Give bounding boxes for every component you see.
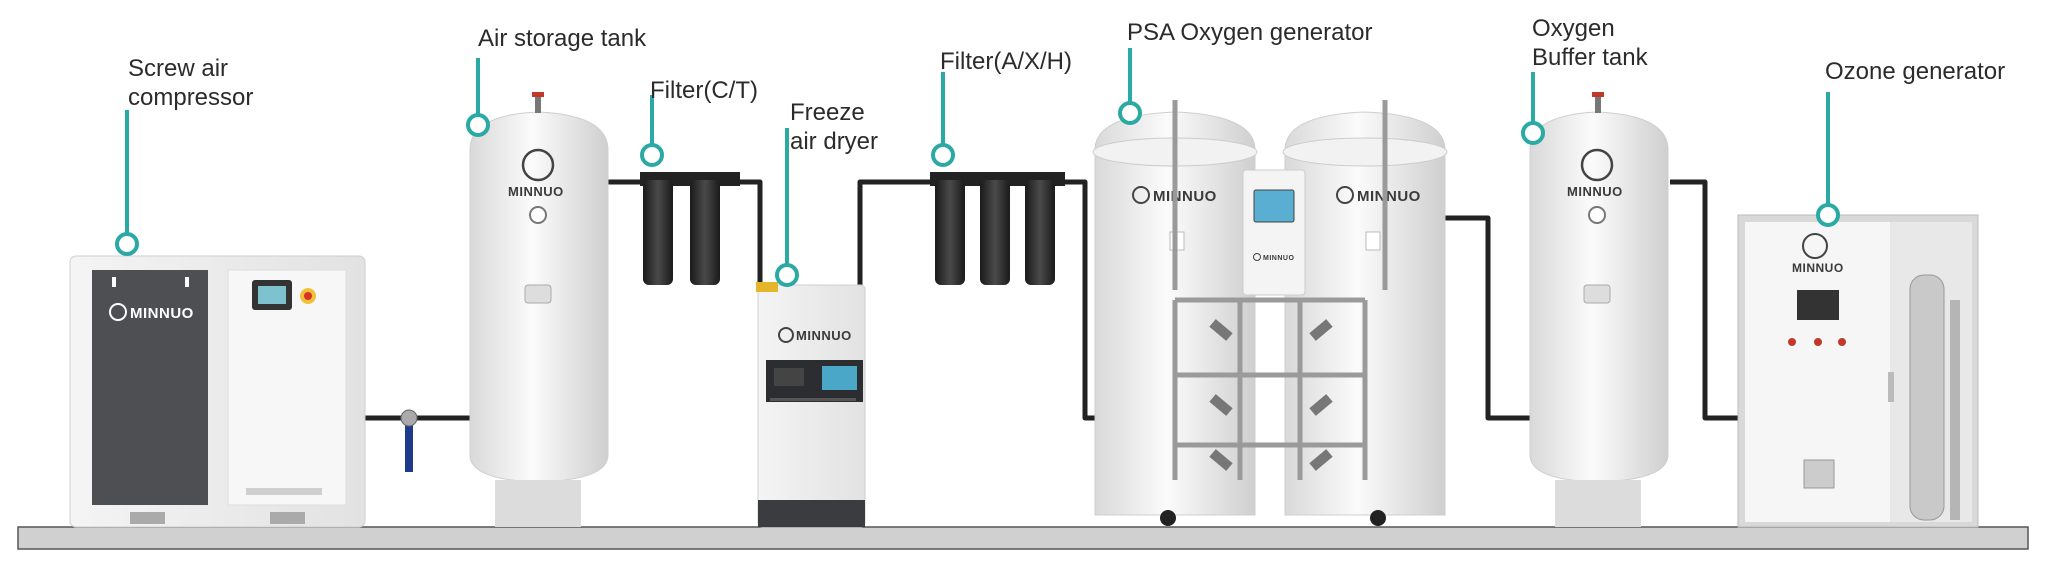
label-filter-ct: Filter(C/T) — [650, 77, 758, 104]
freeze-air-dryer: MINNUO — [756, 282, 866, 528]
ozone-control-display — [1797, 290, 1839, 320]
minnuo-logo-icon — [1802, 233, 1828, 259]
pressure-gauge-icon — [1588, 206, 1606, 224]
callout-dot-icon — [1521, 121, 1545, 145]
callout-dot-icon — [115, 232, 139, 256]
filter-axh-group — [930, 172, 1065, 285]
label-line: Oxygen — [1532, 15, 1615, 42]
brand-mark: MINNUO — [1263, 255, 1294, 262]
label-line: air dryer — [790, 128, 879, 155]
label-screw-air-compressor: Screw air compressor — [128, 54, 253, 112]
label-line: Freeze — [790, 99, 865, 126]
label-filter-axh: Filter(A/X/H) — [940, 48, 1072, 75]
minnuo-logo-icon — [1132, 186, 1150, 204]
brand-mark: MINNUO — [1792, 261, 1844, 275]
callout-dot-icon — [775, 263, 799, 287]
callout-dot-icon — [1816, 203, 1840, 227]
label-psa-oxygen-generator: PSA Oxygen generator — [1127, 19, 1373, 46]
label-line: Screw air — [128, 55, 229, 82]
air-storage-tank: MINNUO — [469, 92, 609, 527]
label-line: Buffer tank — [1532, 44, 1648, 71]
brand-mark: MINNUO — [796, 328, 852, 343]
callout-dot-icon — [466, 113, 490, 137]
label-line: compressor — [128, 84, 254, 111]
callout-markers — [115, 48, 1840, 287]
minnuo-logo-icon — [1580, 148, 1614, 182]
label-ozone-generator: Ozone generator — [1825, 58, 2006, 85]
psa-control-box — [1242, 169, 1306, 296]
minnuo-logo-icon — [521, 148, 555, 182]
brand-mark: MINNUO — [130, 305, 194, 322]
minnuo-logo-icon — [109, 303, 127, 321]
oxygen-buffer-tank: MINNUO — [1529, 92, 1669, 527]
callout-dot-icon — [931, 143, 955, 167]
brand-mark: MINNUO — [1357, 188, 1421, 205]
callout-dot-icon — [640, 143, 664, 167]
screw-air-compressor: MINNUO — [69, 255, 418, 528]
brand-mark: MINNUO — [1153, 188, 1217, 205]
brand-mark: MINNUO — [508, 184, 564, 199]
label-oxygen-buffer-tank: Oxygen Buffer tank — [1532, 14, 1648, 72]
filter-ct-group — [640, 172, 740, 285]
minnuo-logo-icon — [1336, 186, 1354, 204]
pressure-gauge-icon — [529, 206, 547, 224]
brand-mark: MINNUO — [1567, 184, 1623, 199]
label-air-storage-tank: Air storage tank — [478, 25, 647, 52]
ozone-generator: MINNUO — [1737, 214, 1979, 528]
label-freeze-air-dryer: Freeze air dryer — [790, 98, 878, 156]
floor-platform — [17, 526, 2029, 550]
callout-dot-icon — [1118, 101, 1142, 125]
psa-oxygen-generator: MINNUO MINNUO MINNUO — [1092, 100, 1448, 526]
minnuo-logo-icon — [778, 327, 794, 343]
